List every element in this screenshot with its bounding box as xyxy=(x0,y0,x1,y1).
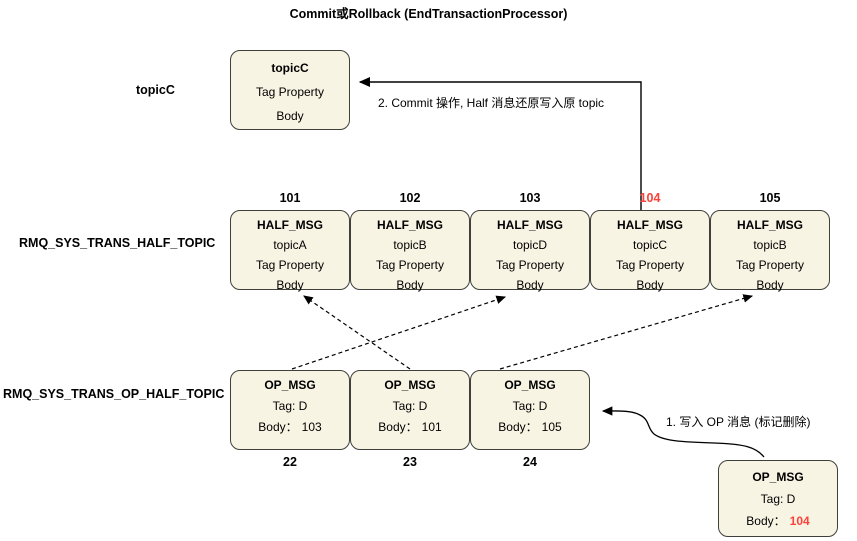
half-msg-tag: Tag Property xyxy=(735,258,805,272)
topic-c-box: topicC Tag Property Body xyxy=(230,50,350,130)
half-msg-body: Body xyxy=(756,278,784,292)
topic-c-box-tag: Tag Property xyxy=(255,85,325,99)
half-offset-102: 102 xyxy=(399,191,421,205)
half-offset-101: 101 xyxy=(279,191,301,205)
op-msg-title: OP_MSG xyxy=(752,470,804,484)
op-msg-tag: Tag: D xyxy=(272,399,308,413)
half-msg-tag: Tag Property xyxy=(255,258,325,272)
half-msg-topic: topicD xyxy=(512,238,547,252)
half-offset-105: 105 xyxy=(759,191,781,205)
op-msg-body: Body：105 xyxy=(471,417,589,438)
half-msg-box-103: HALF_MSG topicD Tag Property Body xyxy=(470,210,590,292)
half-msg-topic: topicC xyxy=(632,238,667,252)
op-msg-box-22: OP_MSG Tag: D Body：103 xyxy=(230,370,350,450)
write-op-annotation: 1. 写入 OP 消息 (标记删除) xyxy=(666,415,811,429)
op-msg-body: Body：104 xyxy=(719,510,837,532)
op-msg-body-label: Body： xyxy=(498,420,538,434)
half-msg-title: HALF_MSG xyxy=(737,218,803,232)
half-msg-box-101: HALF_MSG topicA Tag Property Body xyxy=(230,210,350,292)
op-msg-title: OP_MSG xyxy=(264,378,316,392)
half-msg-title: HALF_MSG xyxy=(257,218,323,232)
half-msg-body: Body xyxy=(276,278,304,292)
op-offset-23: 23 xyxy=(403,455,417,469)
op-msg-box-23: OP_MSG Tag: D Body：101 xyxy=(350,370,470,450)
op-offset-22: 22 xyxy=(283,455,297,469)
topic-c-box-title: topicC xyxy=(271,61,309,75)
diagram-title: Commit或Rollback (EndTransactionProcessor… xyxy=(289,7,568,21)
op-msg-tag: Tag: D xyxy=(760,492,796,506)
dashed-arrow-op22-to-half103 xyxy=(291,295,507,370)
half-msg-body: Body xyxy=(636,278,664,292)
op-msg-body-value: 101 xyxy=(421,420,442,434)
half-msg-title: HALF_MSG xyxy=(377,218,443,232)
op-msg-body-label: Body： xyxy=(746,514,786,528)
row-label-half-topic: RMQ_SYS_TRANS_HALF_TOPIC xyxy=(19,236,216,250)
row-label-topic-c: topicC xyxy=(136,83,175,97)
op-msg-tag: Tag: D xyxy=(392,399,428,413)
half-msg-title: HALF_MSG xyxy=(497,218,563,232)
half-msg-box-105: HALF_MSG topicB Tag Property Body xyxy=(710,210,830,292)
op-msg-body-value: 105 xyxy=(541,420,562,434)
half-offset-103: 103 xyxy=(519,191,541,205)
half-msg-body: Body xyxy=(396,278,424,292)
op-msg-body: Body：103 xyxy=(231,417,349,438)
op-offset-24: 24 xyxy=(523,455,537,469)
half-offset-104: 104 xyxy=(639,191,661,205)
op-msg-box-24: OP_MSG Tag: D Body：105 xyxy=(470,370,590,450)
op-msg-title: OP_MSG xyxy=(504,378,556,392)
half-msg-topic: topicB xyxy=(393,238,427,252)
half-msg-tag: Tag Property xyxy=(615,258,685,272)
half-msg-tag: Tag Property xyxy=(375,258,445,272)
op-msg-tag: Tag: D xyxy=(512,399,548,413)
half-msg-box-102: HALF_MSG topicB Tag Property Body xyxy=(350,210,470,292)
op-msg-body-value: 103 xyxy=(301,420,322,434)
dashed-arrow-op24-to-half105 xyxy=(499,294,754,370)
half-msg-topic: topicA xyxy=(273,238,307,252)
op-msg-body-label: Body： xyxy=(258,420,298,434)
row-label-op-half-topic: RMQ_SYS_TRANS_OP_HALF_TOPIC xyxy=(3,387,225,401)
topic-c-box-body: Body xyxy=(276,109,304,123)
dashed-arrow-op23-to-half101 xyxy=(303,295,411,370)
new-op-msg-box: OP_MSG Tag: D Body：104 xyxy=(718,460,838,537)
commit-annotation: 2. Commit 操作, Half 消息还原写入原 topic xyxy=(378,96,605,110)
half-msg-box-104: HALF_MSG topicC Tag Property Body xyxy=(590,210,710,292)
half-msg-topic: topicB xyxy=(753,238,787,252)
half-msg-title: HALF_MSG xyxy=(617,218,683,232)
half-msg-tag: Tag Property xyxy=(495,258,565,272)
op-msg-body-label: Body： xyxy=(378,420,418,434)
half-msg-body: Body xyxy=(516,278,544,292)
op-msg-body: Body：101 xyxy=(351,417,469,438)
op-msg-body-value: 104 xyxy=(789,514,810,528)
op-msg-title: OP_MSG xyxy=(384,378,436,392)
